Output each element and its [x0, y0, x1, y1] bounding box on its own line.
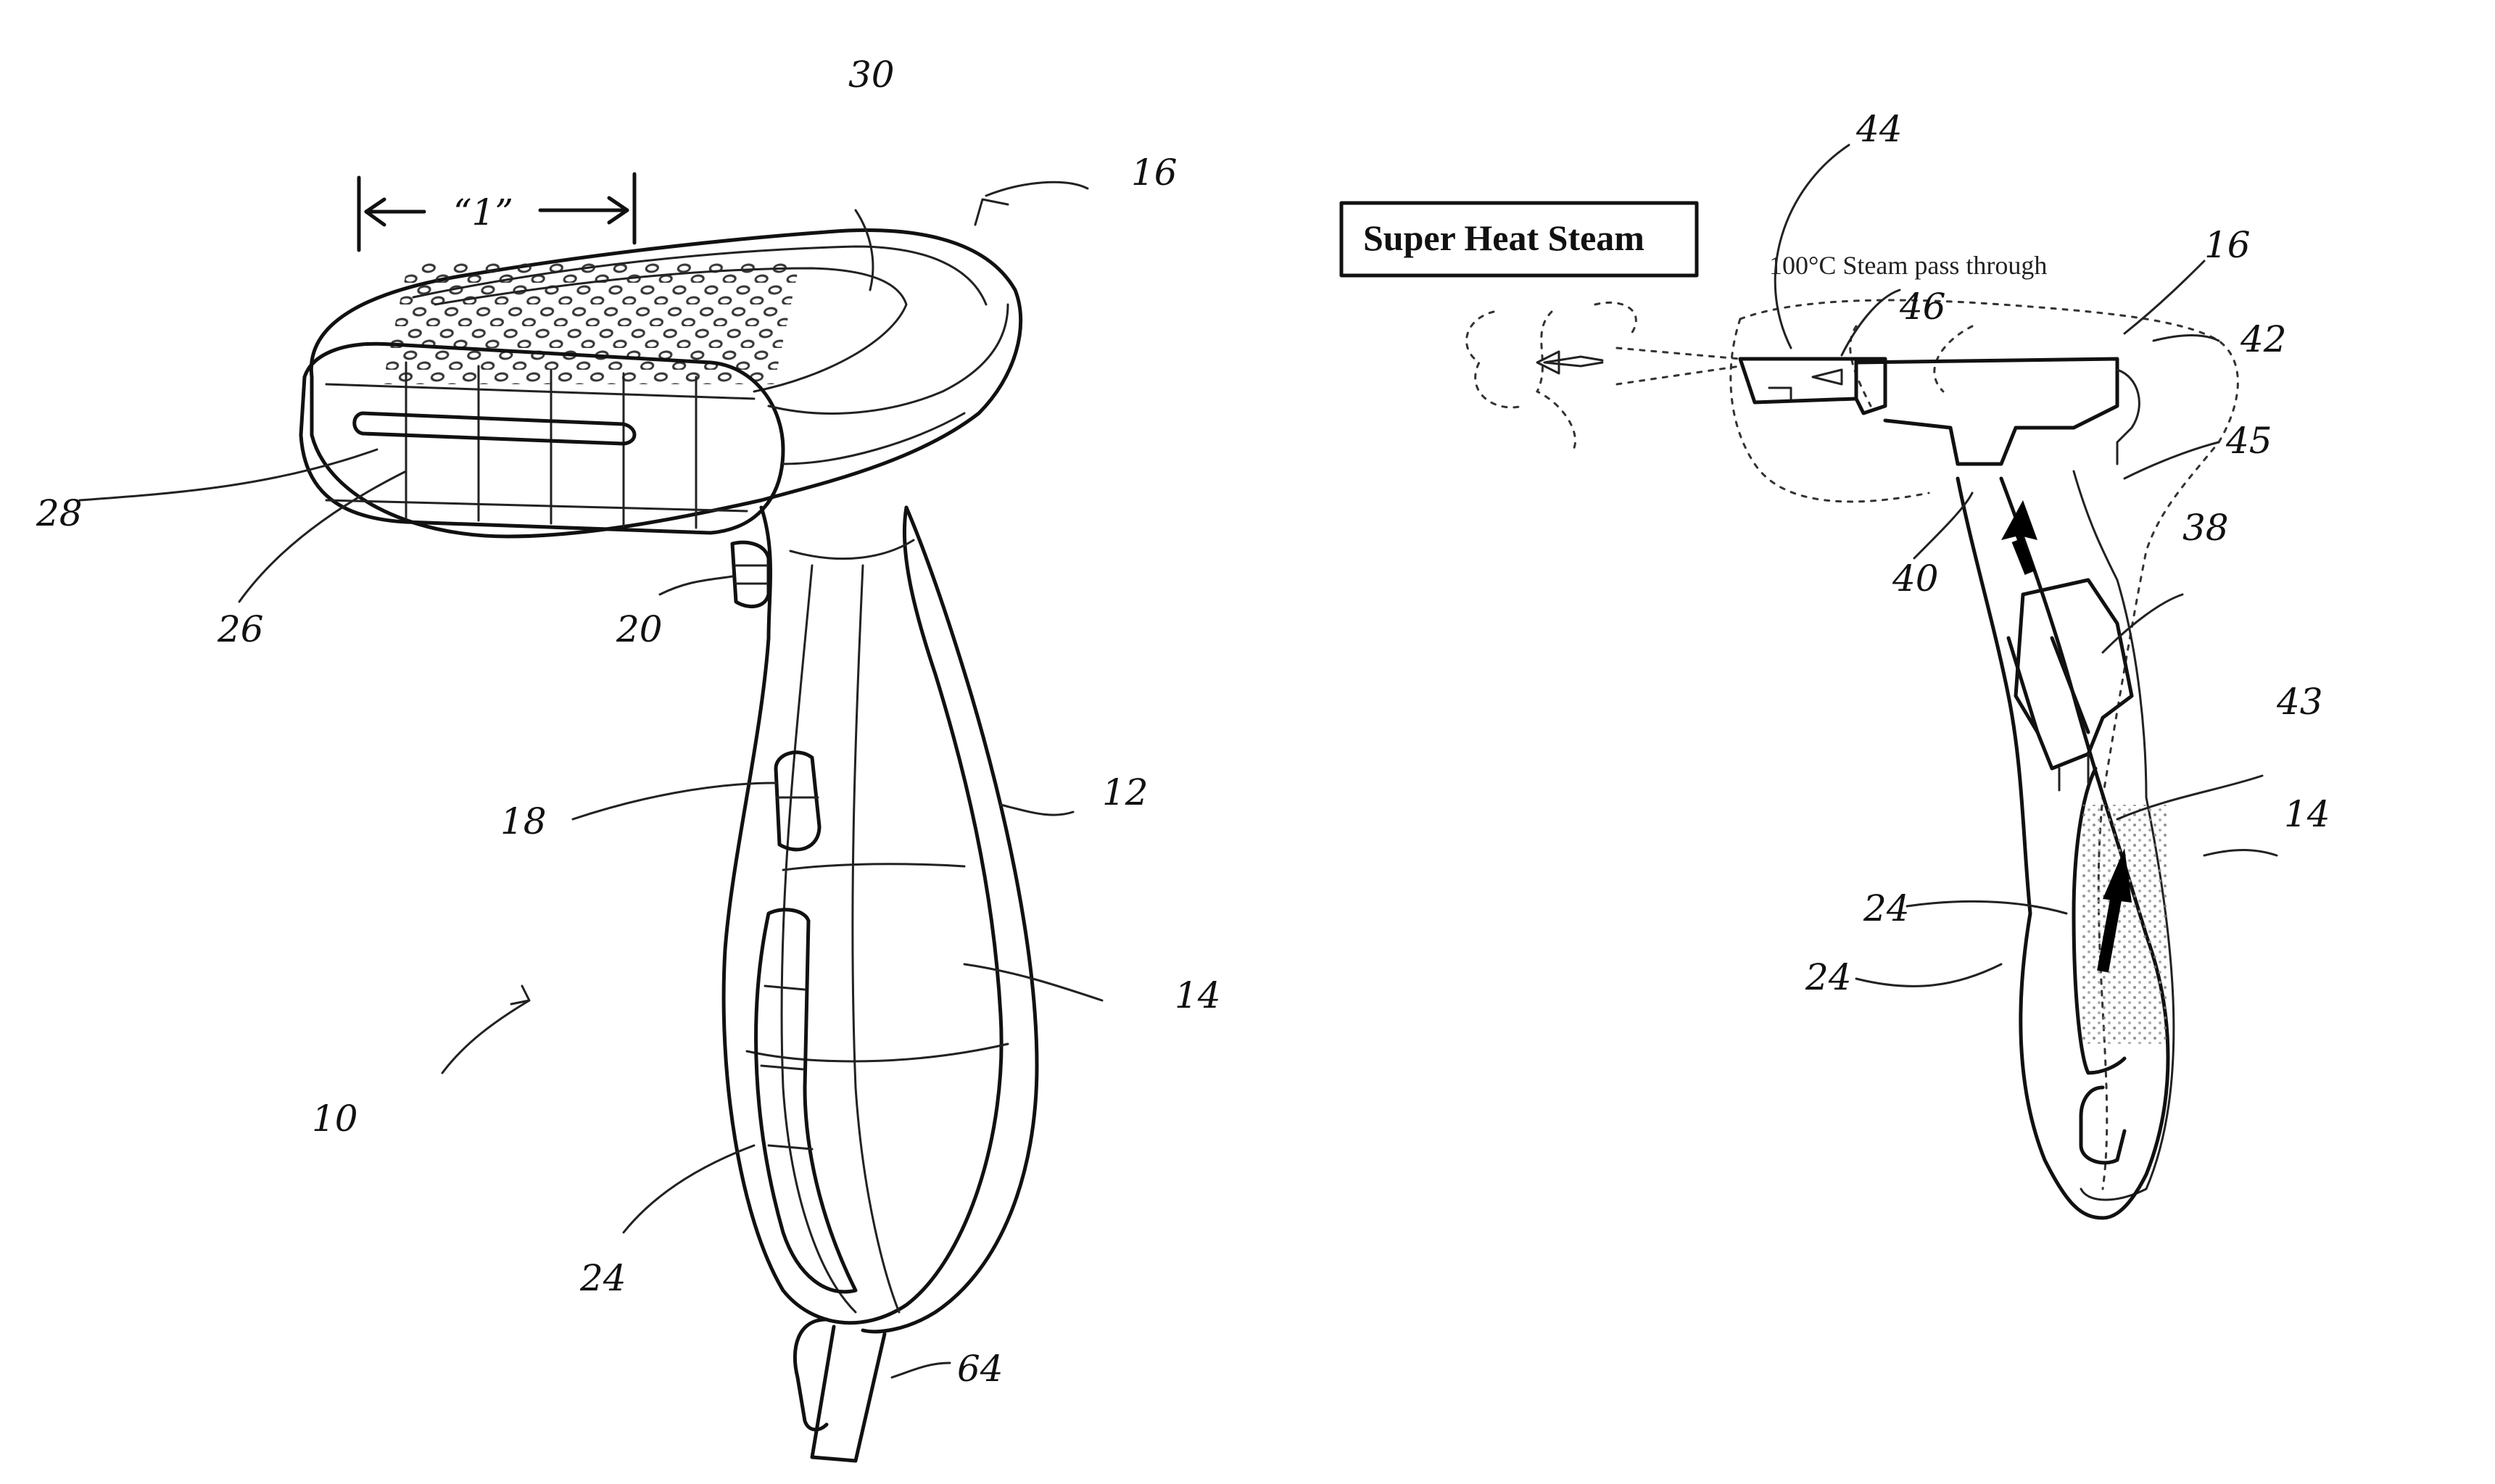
ref-45: 45: [2225, 420, 2272, 462]
super-heat-steam-label: Super Heat Steam: [1363, 217, 1644, 258]
ref-16: 16: [2204, 224, 2251, 266]
left-reference-numerals: 30 16 28 26 20 18 12 14 10 24 64: [36, 54, 1221, 1390]
ref-16: 16: [1131, 152, 1178, 194]
ref-40: 40: [1892, 557, 1939, 600]
ref-46: 46: [1899, 286, 1946, 328]
ref-30: 30: [848, 54, 895, 96]
ref-10: 10: [312, 1098, 358, 1140]
ref-18: 18: [500, 800, 547, 842]
steamer-cutaway-view: Super Heat Steam 100°C Steam pass throug…: [1341, 108, 2330, 1218]
steam-pass-label: 100°C Steam pass through: [1769, 251, 2047, 280]
steam-head: [301, 231, 1021, 536]
ref-38: 38: [2182, 507, 2229, 549]
ref-64: 64: [957, 1348, 1004, 1390]
ref-12: 12: [1102, 771, 1149, 813]
ref-44: 44: [1855, 108, 1903, 150]
super-heat-steam-box: Super Heat Steam: [1341, 203, 1697, 275]
ref-26: 26: [217, 608, 264, 650]
ref-14: 14: [1175, 974, 1221, 1016]
steam-cloud: [1467, 302, 1740, 449]
steam-hole-field: [382, 261, 800, 384]
ref-14: 14: [2284, 793, 2330, 835]
ref-20: 20: [616, 608, 663, 650]
ref-24: 24: [579, 1257, 626, 1299]
water-tank-fill: [2081, 805, 2168, 1044]
ref-24-lower: 24: [1805, 956, 1852, 998]
handle-body: [724, 507, 1037, 1461]
ref-42: 42: [2240, 318, 2287, 360]
ref-24-upper: 24: [1863, 887, 1910, 929]
right-reference-numerals: 44 46 16 42 45 40 38 43 14 24 24: [1805, 108, 2330, 998]
ref-28: 28: [36, 492, 83, 534]
internal-chamber: [1740, 359, 2139, 790]
steamer-perspective-view: “1”: [36, 54, 1221, 1461]
dimension-label: “1”: [453, 191, 513, 233]
dimension-indicator: “1”: [359, 174, 634, 250]
ref-43: 43: [2276, 681, 2323, 723]
housing-outline: [1731, 300, 2238, 1218]
